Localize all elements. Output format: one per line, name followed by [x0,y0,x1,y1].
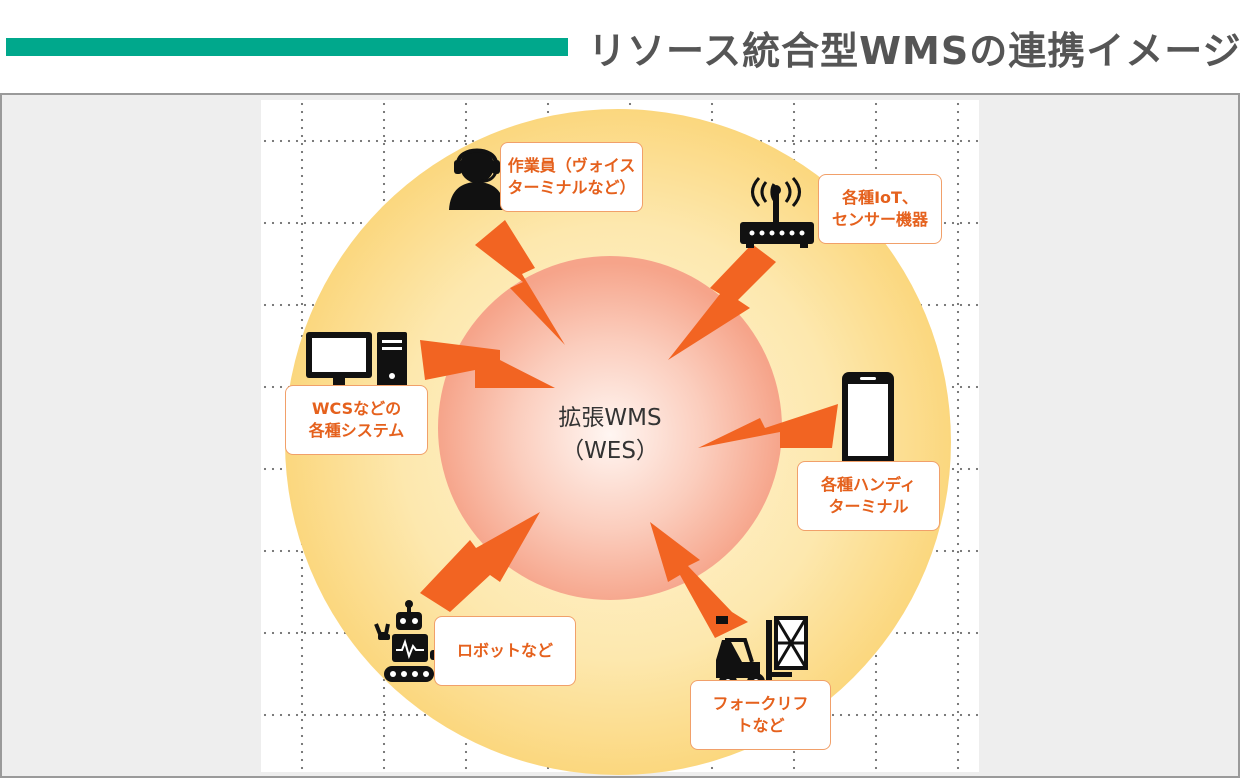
forklift-label-line2: トなど [736,716,785,735]
bolt-handy [698,404,838,448]
bolt-wcs [420,340,555,388]
wcs-label-line1: WCSなどの [311,399,402,418]
iot-sensor-label: 各種IoT、 センサー機器 [818,174,942,244]
bolt-forklift [650,522,748,638]
robot-label: ロボットなど [434,616,576,686]
title-accent-bar [6,38,568,56]
wms-core-line2: （WES） [561,438,659,464]
handy-label-line1: 各種ハンディ [821,475,916,494]
wcs-systems-label: WCSなどの 各種システム [285,385,428,455]
iot-label-line1: 各種IoT、 [842,188,918,207]
worker-voice-terminal-label: 作業員（ヴォイス ターミナルなど） [500,142,643,212]
connection-bolts [420,220,838,638]
forklift-label-line1: フォークリフ [712,694,809,713]
bolt-robot [420,512,540,612]
router-antenna-icon [740,176,814,248]
forklift-label: フォークリフ トなど [690,680,831,750]
wms-core-label: 拡張WMS （WES） [540,402,680,468]
handy-terminal-label: 各種ハンディ ターミナル [797,461,940,531]
page-title: リソース統合型WMSの連携イメージ [588,29,1240,73]
bolt-worker [475,220,565,345]
robot-icon [374,600,442,682]
headset-worker-icon [449,148,505,210]
smartphone-icon [842,372,894,468]
worker-label-line2: ターミナルなど） [507,178,636,197]
worker-label-line1: 作業員（ヴォイス [507,156,636,175]
robot-label-line1: ロボットなど [456,641,553,660]
wms-core-line1: 拡張WMS [558,405,662,431]
handy-label-line2: ターミナル [828,497,909,516]
bolt-iot [668,244,776,360]
wcs-label-line2: 各種システム [308,421,405,440]
iot-label-line2: センサー機器 [831,210,928,229]
